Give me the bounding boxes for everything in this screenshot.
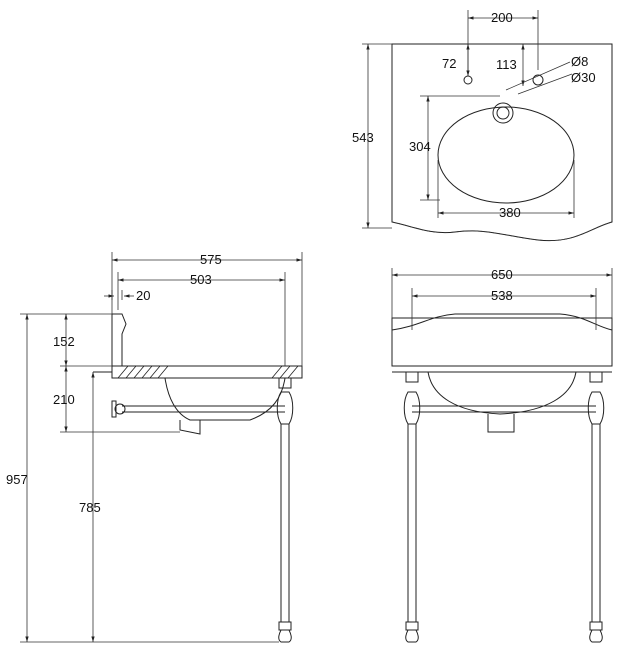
side-basin-bowl <box>164 377 286 421</box>
side-leg-knuckle <box>276 391 294 425</box>
dim-leg-width: 538 <box>491 288 513 303</box>
side-slab-hatching <box>117 365 299 379</box>
side-view: 575 503 20 152 210 957 785 <box>6 252 303 643</box>
dim-basin-height: 210 <box>53 392 75 407</box>
dim-bowl-width: 380 <box>499 205 521 220</box>
dim-upstand: 20 <box>136 288 150 303</box>
front-left-leg-foot <box>405 629 419 643</box>
dim-top-height: 785 <box>79 500 101 515</box>
tap-hole-small <box>463 75 473 85</box>
drain-outer <box>492 102 514 124</box>
drain-inner <box>496 106 510 120</box>
side-leg-collar-top <box>278 377 292 389</box>
dim-total-height: 957 <box>6 472 28 487</box>
side-upstand <box>111 313 127 367</box>
top-view: 200 72 113 Ø8 Ø30 543 304 380 <box>352 10 613 242</box>
front-left-leg-knuckle <box>403 391 421 425</box>
front-view: 650 538 <box>391 267 613 643</box>
front-right-leg-shaft <box>591 424 601 623</box>
dim-upstand-height: 152 <box>53 334 75 349</box>
tap-hole-large <box>532 74 544 86</box>
dim-overall-width: 650 <box>491 267 513 282</box>
dim-depth: 543 <box>352 130 374 145</box>
front-basin-bowl <box>427 371 577 415</box>
dim-leg-span: 503 <box>190 272 212 287</box>
front-left-leg-collar <box>405 371 419 383</box>
side-leg-foot <box>278 629 292 643</box>
dim-tap-edge: 72 <box>442 56 456 71</box>
front-right-leg-knuckle <box>587 391 605 425</box>
dim-tap-offset: 200 <box>491 10 513 25</box>
dim-small-hole: Ø8 <box>571 54 588 69</box>
front-right-leg-foot <box>589 629 603 643</box>
front-top-slab <box>391 317 613 367</box>
dim-bowl-depth: 304 <box>409 139 431 154</box>
top-view-outline <box>391 43 613 242</box>
side-leg-shaft <box>280 424 290 623</box>
dim-overall-depth: 575 <box>200 252 222 267</box>
side-rail-knob <box>114 403 126 415</box>
front-left-leg-shaft <box>407 424 417 623</box>
front-right-leg-collar <box>589 371 603 383</box>
dim-large-hole: Ø30 <box>571 70 596 85</box>
dim-overflow: 113 <box>496 57 517 72</box>
basin-bowl <box>437 106 575 204</box>
